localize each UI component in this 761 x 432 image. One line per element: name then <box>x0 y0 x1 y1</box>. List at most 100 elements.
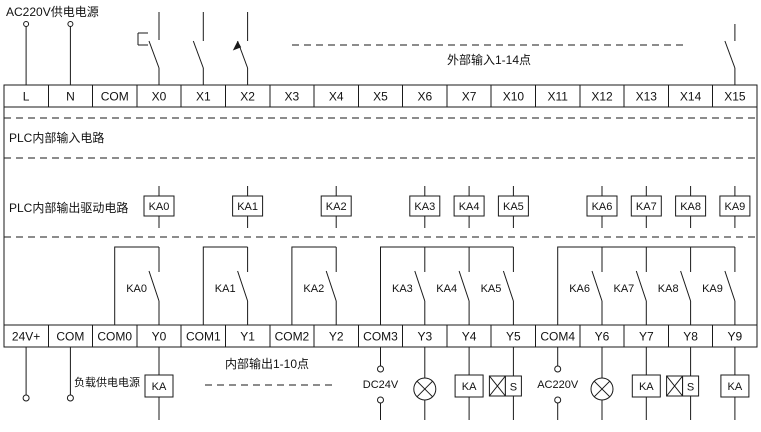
relay-contact-label: KA8 <box>658 283 679 295</box>
supply-terminal-icon <box>554 365 562 373</box>
terminal-y5: Y5 <box>506 330 521 344</box>
load-relay-label: KA <box>639 381 654 393</box>
relay-contact-ka0: KA0 <box>126 247 160 325</box>
relay-coil-ka8: KA8 <box>675 186 707 228</box>
relay-contact-ka7: KA7 <box>614 247 647 325</box>
dc24v-supply: DC24V <box>363 347 399 420</box>
relay-contact-label: KA2 <box>303 283 324 295</box>
relay-contact-ka5: KA5 <box>481 247 514 325</box>
supply-terminal-icon <box>377 396 384 404</box>
load-relay-y7: KA <box>631 347 661 420</box>
input-contact-x2 <box>232 12 249 85</box>
terminal-y7: Y7 <box>639 330 654 344</box>
relay-contact-label: KA6 <box>569 283 590 295</box>
relay-coil-label: KA8 <box>680 201 701 213</box>
relay-contact-label: KA1 <box>215 283 236 295</box>
supply-terminal-icon <box>23 21 30 27</box>
plc-body: PLC内部输入电路 PLC内部输出驱动电路 <box>3 107 758 325</box>
relay-coil-label: KA6 <box>592 201 613 213</box>
relay-contact-label: KA9 <box>702 283 723 295</box>
input-contact-x15 <box>724 24 736 85</box>
terminal-y8: Y8 <box>683 330 698 344</box>
relay-contact-label: KA7 <box>614 283 635 295</box>
lamp-y6 <box>590 347 614 420</box>
supply-terminal-icon <box>377 365 384 373</box>
solenoid-label: S <box>687 382 694 394</box>
relay-coil-ka0: KA0 <box>143 186 175 228</box>
load-relay-label: KA <box>462 381 477 393</box>
relay-coil-label: KA3 <box>414 201 435 213</box>
relay-contact-label: KA5 <box>481 283 502 295</box>
terminal-x1: X1 <box>196 90 211 104</box>
relay-contact-label: KA4 <box>436 283 457 295</box>
terminal-x10: X10 <box>503 90 525 104</box>
terminal-com1: COM1 <box>186 330 221 344</box>
terminal-y6: Y6 <box>595 330 610 344</box>
terminal-y1: Y1 <box>240 330 255 344</box>
terminal-x15: X15 <box>724 90 746 104</box>
relay-coil-ka7: KA7 <box>630 186 662 228</box>
relay-coil-label: KA9 <box>725 201 746 213</box>
relay-contact-ka2: KA2 <box>303 247 337 325</box>
common-feed-wires <box>114 246 735 325</box>
relay-coil-label: KA1 <box>237 201 258 213</box>
relay-coil-row: KA0 KA1 KA2 KA3 KA4 KA5 KA6 KA7 KA8 KA9 <box>143 186 751 228</box>
load-power-supply: 负载供电电源 <box>22 347 140 402</box>
contact-blade-icon <box>192 40 204 69</box>
sensor-arrow-icon <box>232 41 242 51</box>
terminal-x2: X2 <box>240 90 255 104</box>
relay-coil-ka9: KA9 <box>719 186 751 228</box>
contact-blade-icon <box>148 40 160 69</box>
terminal-com0: COM0 <box>97 330 132 344</box>
section-dashed-separators <box>4 117 757 238</box>
terminal-y0: Y0 <box>152 330 167 344</box>
terminal-x0: X0 <box>152 90 167 104</box>
relay-contact-ka1: KA1 <box>215 247 249 325</box>
relay-coil-label: KA5 <box>503 201 524 213</box>
relay-contact-label: KA0 <box>126 283 147 295</box>
input-contact-x1 <box>192 12 204 85</box>
terminal-x5: X5 <box>373 90 388 104</box>
relay-contact-ka6: KA6 <box>569 247 603 325</box>
terminal-x6: X6 <box>417 90 432 104</box>
terminal-y9: Y9 <box>728 330 743 344</box>
terminal-x14: X14 <box>680 90 702 104</box>
input-wiring: AC220V供电电源 外部输入1-14点 <box>6 5 736 85</box>
relay-coil-ka6: KA6 <box>586 186 618 228</box>
terminal-24v-plus: 24V+ <box>12 330 40 344</box>
terminal-com3: COM3 <box>363 330 398 344</box>
relay-coil-ka3: KA3 <box>409 186 441 228</box>
external-inputs-label: 外部输入1-14点 <box>447 52 531 67</box>
relay-coil-label: KA2 <box>326 201 347 213</box>
terminal-y2: Y2 <box>329 330 344 344</box>
terminal-strip <box>3 84 758 108</box>
plc-output-drive-label: PLC内部输出驱动电路 <box>9 200 128 215</box>
relay-coil-label: KA7 <box>636 201 657 213</box>
terminal-l: L <box>23 90 30 104</box>
relay-contact-ka8: KA8 <box>658 247 692 325</box>
supply-terminal-icon <box>66 394 74 402</box>
relay-coil-ka5: KA5 <box>497 186 529 228</box>
output-loads: 负载供电电源 KA 内部输出1-10点 DC24V KA <box>22 347 750 420</box>
plc-input-circuit-label: PLC内部输入电路 <box>9 130 104 145</box>
terminal-com: COM <box>101 90 129 104</box>
top-terminal-row: L N COM X0 X1 X2 X3 X4 X5 X6 X7 X10 X11 … <box>3 84 758 108</box>
terminal-x11: X11 <box>547 90 568 104</box>
internal-outputs-label: 内部输出1-10点 <box>225 356 309 371</box>
relay-coil-label: KA0 <box>149 201 170 213</box>
supply-line-n <box>67 21 74 85</box>
load-relay-label: KA <box>152 381 167 393</box>
terminal-com4: COM4 <box>540 330 575 344</box>
solenoid-valve-y5: S <box>488 347 522 420</box>
terminal-x3: X3 <box>285 90 300 104</box>
relay-coil-label: KA4 <box>459 201 480 213</box>
terminal-x4: X4 <box>329 90 344 104</box>
supply-terminal-icon <box>67 21 74 27</box>
relay-coil-ka2: KA2 <box>320 186 352 228</box>
relay-contacts: KA0 KA1 KA2 KA3 KA4 KA5 KA6 KA7 KA8 KA9 <box>114 246 736 325</box>
terminal-x12: X12 <box>591 90 613 104</box>
bottom-terminal-row: 24V+ COM COM0 Y0 COM1 Y1 COM2 Y2 COM3 Y3… <box>3 324 758 348</box>
relay-contact-label: KA3 <box>392 283 413 295</box>
